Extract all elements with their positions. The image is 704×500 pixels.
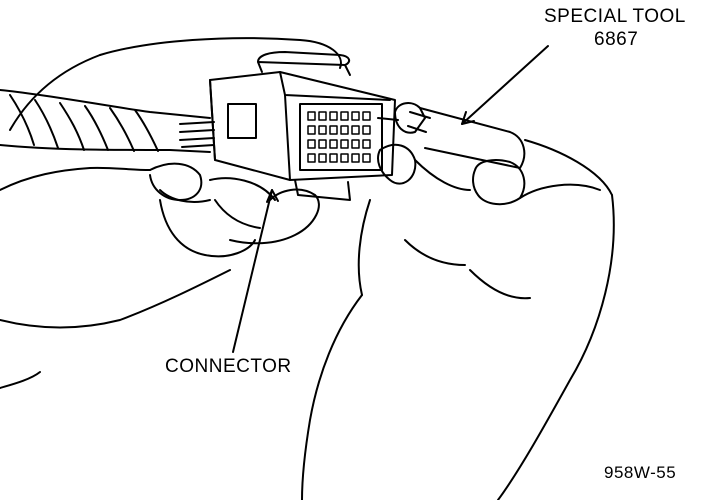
- special-tool-leader: [461, 45, 549, 125]
- connector-leader: [232, 189, 273, 353]
- leader-lines: [232, 45, 549, 353]
- connector-label: CONNECTOR: [165, 356, 292, 377]
- special-tool: [377, 102, 526, 169]
- right-hand: [301, 139, 615, 500]
- wire-harness: [0, 89, 215, 153]
- left-hand: [0, 37, 342, 389]
- figure-id: 958W-55: [604, 463, 677, 482]
- special-tool-label: SPECIAL TOOL: [544, 6, 686, 27]
- special-tool-number: 6867: [594, 29, 639, 50]
- connector-body: [209, 51, 396, 201]
